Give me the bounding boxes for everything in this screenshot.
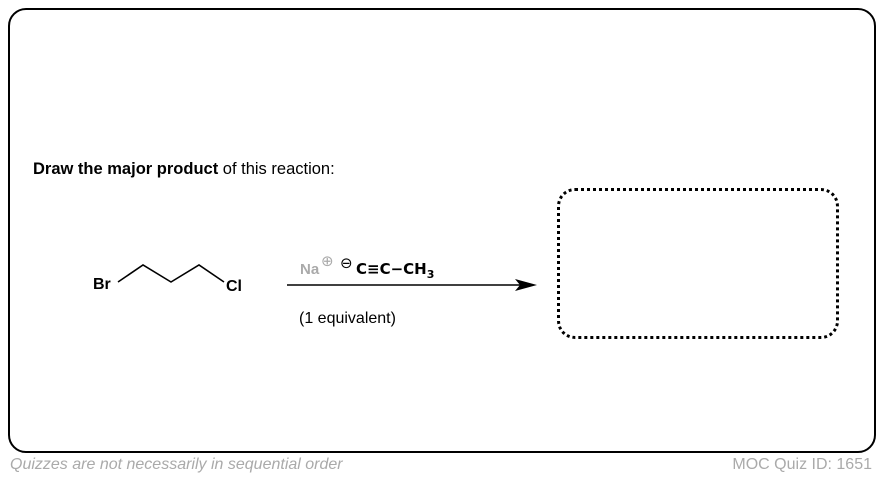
question-text: Draw the major product of this reaction: <box>33 160 335 179</box>
plus-charge-icon: ⊕ <box>321 252 334 270</box>
sodium-label: Na <box>300 261 320 278</box>
condition-text: (1 equivalent) <box>299 310 396 327</box>
chlorine-label: Cl <box>226 278 242 295</box>
quiz-card <box>8 8 876 453</box>
answer-drawing-box[interactable] <box>557 188 839 339</box>
question-bold: Draw the major product <box>33 160 219 178</box>
bromine-label: Br <box>93 276 111 293</box>
footer-note: Quizzes are not necessarily in sequentia… <box>10 456 343 473</box>
quiz-id: MOC Quiz ID: 1651 <box>732 456 872 473</box>
reagent-formula: C≡C−CH3 <box>356 260 434 281</box>
arrowhead-icon <box>515 279 537 291</box>
minus-charge-icon: ⊖ <box>340 254 353 272</box>
propane-chain <box>117 264 225 283</box>
question-rest: of this reaction: <box>218 160 335 178</box>
